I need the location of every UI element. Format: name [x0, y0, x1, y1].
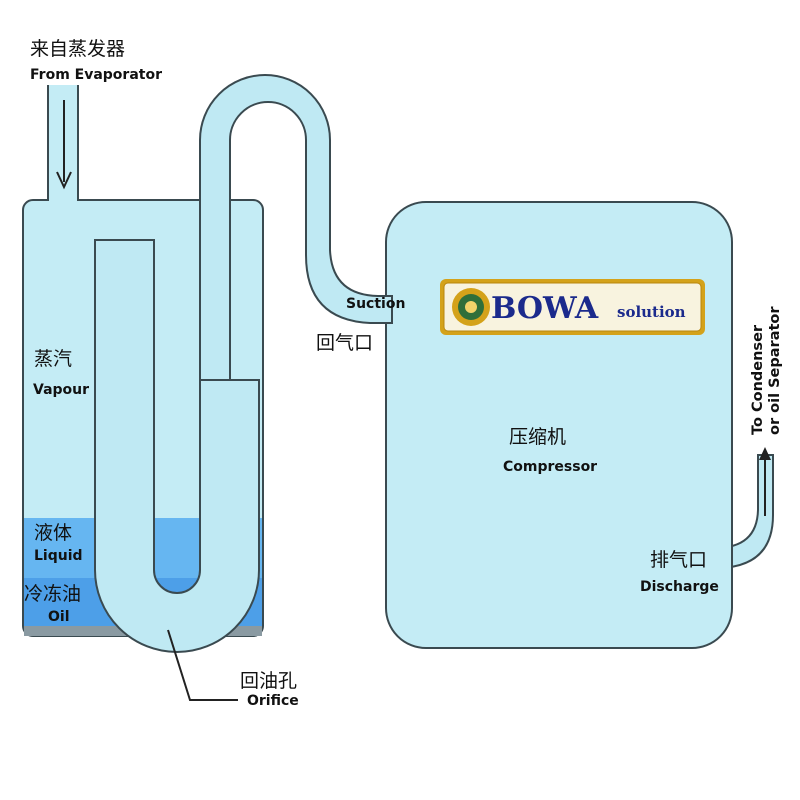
suction-label-en: Suction — [346, 296, 405, 312]
oil-label-en: Oil — [48, 609, 70, 625]
logo-emblem-icon — [452, 288, 490, 326]
inlet-label-en: From Evaporator — [30, 67, 162, 83]
compressor-label-zh: 压缩机 — [509, 426, 566, 448]
discharge-pipe — [713, 447, 774, 570]
orifice-label-en: Orifice — [247, 693, 299, 709]
liquid-label-zh: 液体 — [34, 522, 72, 544]
u-tube-pipe — [94, 74, 393, 653]
bowa-logo: BOWA solution — [440, 279, 705, 335]
outlet-label-line1: To Condenser — [750, 324, 766, 435]
flow-arrow-icon — [56, 100, 72, 190]
discharge-label-zh: 排气口 — [650, 549, 707, 571]
oil-label-zh: 冷冻油 — [24, 583, 81, 605]
logo-brand: BOWA — [491, 291, 599, 326]
orifice-label-zh: 回油孔 — [240, 670, 297, 692]
suction-label-zh: 回气口 — [316, 332, 373, 354]
orifice-pointer — [167, 629, 238, 701]
liquid-label-en: Liquid — [34, 548, 83, 564]
compressor-label-en: Compressor — [503, 459, 597, 475]
discharge-label-en: Discharge — [640, 579, 719, 595]
outlet-label-line2: or oil Separator — [767, 306, 783, 435]
vapour-label-en: Vapour — [33, 382, 89, 398]
inlet-label-zh: 来自蒸发器 — [30, 38, 125, 60]
logo-tagline: solution — [617, 303, 686, 321]
vapour-label-zh: 蒸汽 — [34, 348, 72, 370]
